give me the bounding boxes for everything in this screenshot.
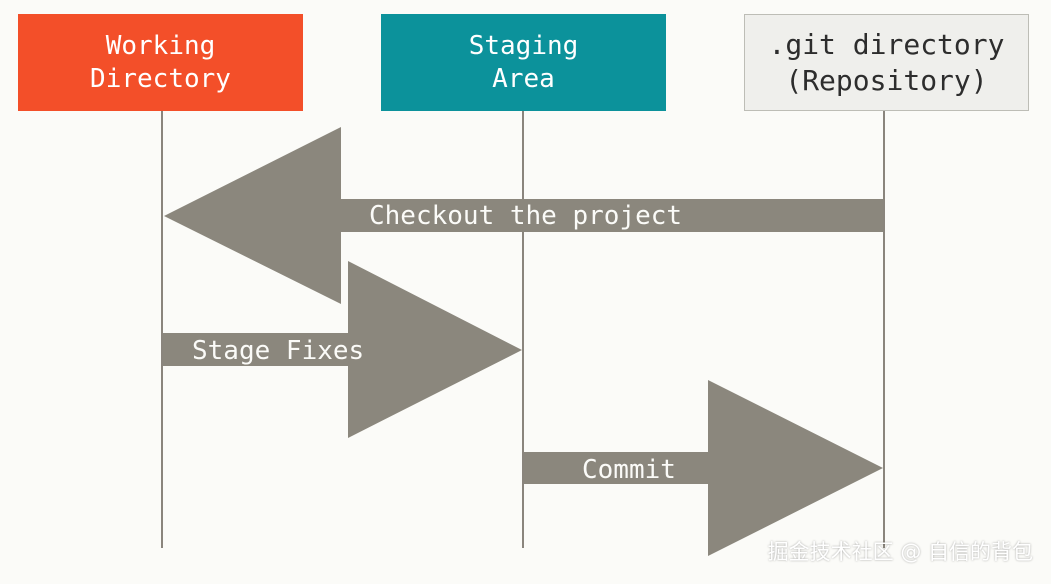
commit-arrow [524,380,883,556]
stage-fixes-arrow-label: Stage Fixes [192,336,365,366]
checkout-arrow-label: Checkout the project [369,201,683,231]
working-directory-lifeline [161,111,163,548]
commit-arrow-label: Commit [582,455,676,485]
watermark: 掘金技术社区 @ 自信的背包 [767,540,1033,564]
staging-area-lifeline [522,111,524,548]
working-directory-box: Working Directory [18,14,303,111]
stage-fixes-arrow [163,261,522,438]
repository-lifeline [883,111,885,548]
staging-area-box: Staging Area [381,14,666,111]
repository-box: .git directory (Repository) [744,14,1029,111]
checkout-arrow [164,127,883,304]
